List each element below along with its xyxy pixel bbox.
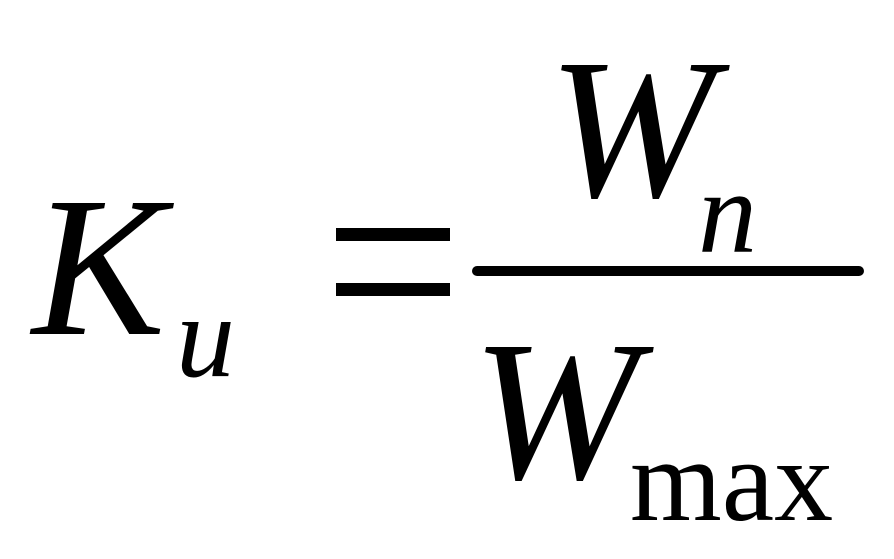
fraction-bar	[472, 266, 864, 276]
numerator-symbol: W	[548, 19, 715, 240]
denominator-symbol: W	[472, 301, 639, 522]
lhs-symbol: K	[32, 157, 166, 378]
equals-sign-top-bar	[336, 228, 450, 241]
denominator-subscript: max	[630, 415, 834, 546]
lhs-subscript: u	[176, 271, 235, 402]
numerator-subscript: n	[698, 147, 757, 278]
equals-sign-bottom-bar	[336, 283, 450, 296]
